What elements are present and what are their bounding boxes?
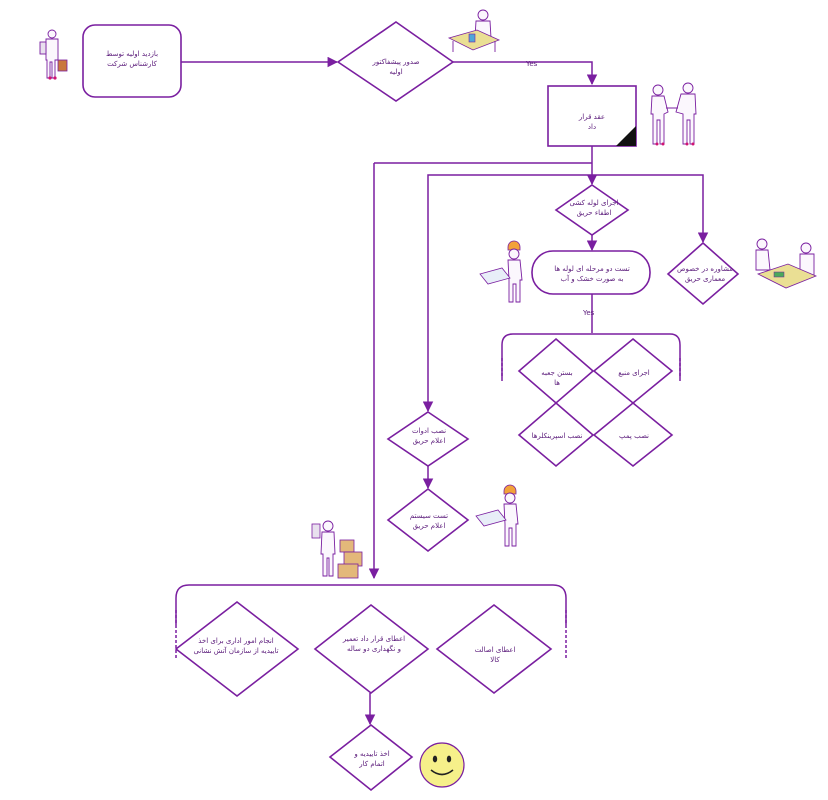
edge-to-alarm bbox=[422, 174, 592, 413]
node-pump-label: نصب پمپ bbox=[619, 432, 649, 440]
edge-proforma-contract bbox=[452, 61, 598, 86]
meeting-icon bbox=[755, 238, 818, 289]
person-with-book-icon bbox=[39, 29, 68, 80]
node-tank[interactable]: اجرای منبع bbox=[592, 337, 674, 405]
node-sprinkler-label: نصب اسپرینکلرها bbox=[532, 432, 583, 440]
node-tank-label: اجرای منبع bbox=[618, 369, 650, 377]
handshake-icon bbox=[650, 82, 697, 146]
engineer-with-blueprint-icon bbox=[479, 240, 523, 303]
person-with-boxes-icon bbox=[311, 520, 363, 579]
yes-label-proforma: Yes bbox=[525, 60, 538, 68]
smiley-face-icon bbox=[419, 742, 465, 788]
yes-label-pressure: Yes bbox=[582, 309, 595, 317]
person-at-desk-icon bbox=[447, 9, 501, 52]
node-sprinkler[interactable]: نصب اسپرینکلرها bbox=[517, 401, 595, 468]
edge-to-consult bbox=[592, 174, 709, 244]
engineer-with-blueprint-icon-2 bbox=[475, 484, 519, 547]
node-pump[interactable]: نصب پمپ bbox=[592, 401, 674, 468]
connectors bbox=[181, 56, 709, 726]
